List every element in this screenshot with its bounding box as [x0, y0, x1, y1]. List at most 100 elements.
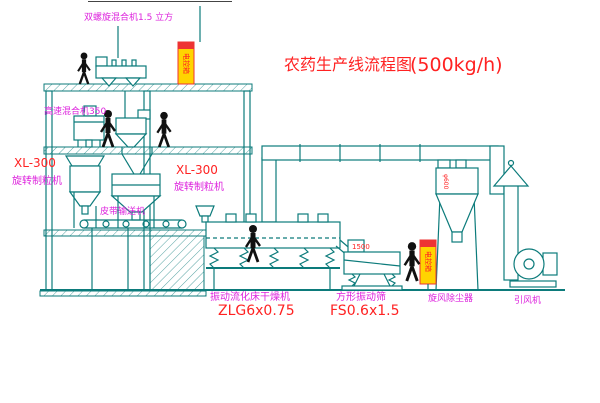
column-left	[45, 90, 53, 291]
duct-elbow-down	[489, 145, 505, 195]
fan-hub	[523, 258, 535, 270]
fan-base	[509, 280, 557, 288]
feed-stub	[121, 59, 127, 67]
y-chute	[139, 153, 153, 175]
exhaust-stack	[492, 159, 530, 281]
rain-cap	[492, 165, 530, 187]
spring	[347, 273, 357, 287]
panel-indicator	[420, 240, 436, 247]
feed-stub	[131, 59, 137, 67]
belt-conveyor	[79, 219, 187, 290]
worker-figure	[405, 242, 420, 281]
feed-stub	[111, 59, 117, 67]
pulley	[79, 219, 89, 229]
sieve-outlet-chute	[383, 273, 391, 287]
screw-mixer	[95, 26, 147, 87]
cone-mixer	[114, 91, 151, 148]
spring	[387, 273, 397, 287]
roller	[122, 220, 130, 228]
dryer-model: ZLG6x0.75	[218, 303, 295, 319]
cap-finial	[507, 159, 515, 167]
cyclone-cone	[435, 193, 479, 233]
spring	[238, 247, 250, 269]
sieve-dimension-label: 1500	[352, 243, 370, 251]
granulator-left-model: XL-300	[14, 156, 56, 170]
granulator-left-label: 旋转制粒机	[12, 174, 62, 187]
spring	[268, 247, 280, 269]
cyclone-separator: φ600	[435, 159, 479, 291]
granulator-body	[69, 165, 101, 193]
sieve-model: FS0.6x1.5	[330, 303, 400, 319]
spring	[298, 247, 310, 269]
spring	[208, 247, 220, 269]
square-vibrating-sieve	[341, 239, 403, 291]
roller	[142, 220, 150, 228]
control-panel-right: 电控箱	[419, 239, 437, 290]
mixer-hopper	[100, 77, 118, 87]
cyclone-cylinder	[435, 167, 479, 195]
granulator-mid-model: XL-300	[176, 163, 218, 177]
floor-slab-top	[43, 83, 253, 92]
top-mixer-label: 双螺旋混合机1.5 立方	[84, 11, 173, 23]
sieve-base	[341, 285, 403, 291]
dryer-feed-hopper	[195, 205, 215, 217]
mixer-vessel	[115, 117, 147, 135]
dryer-dome	[297, 213, 309, 223]
control-panel-right-label: 电控箱	[424, 251, 433, 272]
cyclone-inlet	[437, 159, 451, 169]
diagram-title: 农药生产线流程图	[284, 55, 412, 74]
floor-slab-mid	[43, 146, 253, 155]
worker-figure	[157, 112, 170, 147]
dryer-dome	[225, 213, 237, 223]
fluid-bed-dryer	[195, 157, 355, 290]
granulator-hopper	[64, 155, 106, 167]
sieve-outlet-chute	[353, 273, 361, 287]
high-speed-mixer	[73, 105, 105, 148]
cyclone-outlet	[455, 159, 467, 169]
discharge-stub	[85, 139, 93, 148]
fan-scroll	[513, 248, 545, 280]
floor-slab-low	[43, 229, 207, 237]
granulator-left	[64, 155, 106, 228]
induced-draft-fan	[509, 248, 558, 288]
worker-figure	[78, 53, 90, 84]
granulator-cone	[110, 195, 162, 213]
dryer-dome	[245, 213, 257, 223]
foundation-hatch	[149, 235, 205, 291]
fan-motor	[542, 252, 558, 276]
diagram-capacity: (500kg/h)	[410, 54, 503, 76]
cyclone-leg	[473, 195, 479, 291]
granulator-cone	[68, 191, 102, 207]
feed-stub	[201, 215, 209, 223]
granulator-mid-label: 旋转制粒机	[174, 180, 224, 193]
mixer-vessel	[73, 115, 105, 141]
mixer-cone	[114, 133, 148, 148]
cyclone-dimension-label: φ600	[442, 174, 449, 190]
dryer-label: 振动流化床干燥机	[210, 290, 290, 303]
control-panel-top: 电控箱	[177, 6, 201, 85]
mixer-motor	[95, 56, 108, 67]
granulator-mid	[110, 147, 162, 228]
ground-hatch	[39, 290, 207, 297]
mixer-body	[95, 65, 147, 79]
panel-indicator	[178, 42, 194, 49]
column-right	[243, 90, 251, 231]
sieve-deck-line	[343, 259, 401, 267]
high-speed-mixer-label: 高速混合机350	[44, 105, 106, 117]
exhaust-duct	[261, 144, 505, 195]
labels-layer: 双螺旋混合机1.5 立方 农药生产线流程图 (500kg/h) 高速混合机350…	[12, 11, 541, 319]
dryer-dome	[317, 213, 329, 223]
y-chute	[121, 153, 135, 175]
dryer-body	[205, 221, 341, 249]
belt-conveyor-label: 皮带输送机	[100, 205, 145, 217]
roller	[102, 220, 110, 228]
sieve-label: 方形振动筛	[336, 290, 386, 303]
pulley	[177, 219, 187, 229]
roller	[162, 220, 170, 228]
dust-outlet	[451, 231, 463, 243]
cyclone-leg	[435, 195, 441, 291]
mixer-hopper	[124, 77, 142, 87]
control-panel-top-label: 电控箱	[182, 53, 191, 74]
